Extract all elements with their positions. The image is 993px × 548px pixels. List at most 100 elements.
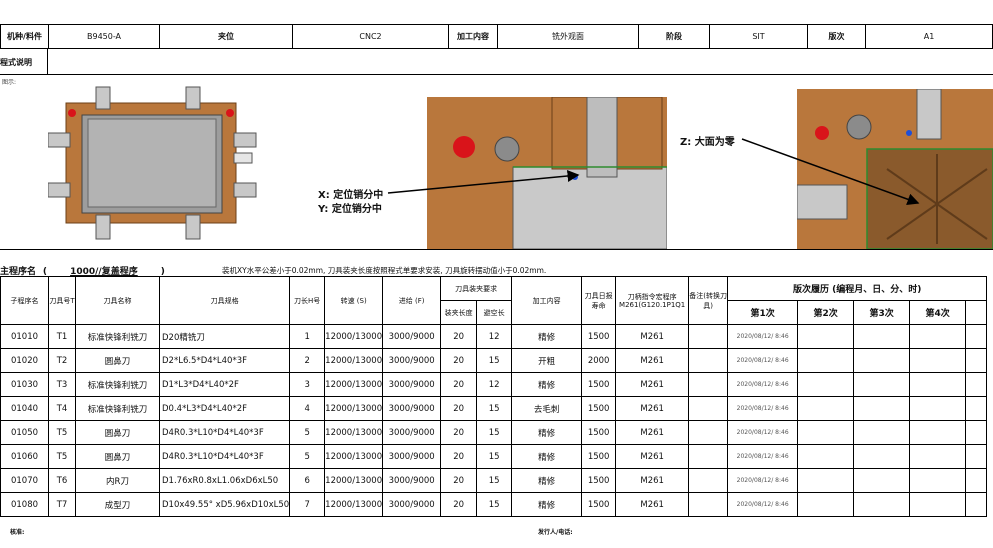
row-speed: 12000/13000 bbox=[324, 468, 384, 493]
row-content: 精修 bbox=[511, 492, 583, 517]
row-tool-spec: D2*L6.5*D4*L40*3F bbox=[158, 348, 291, 373]
row-speed: 12000/13000 bbox=[324, 420, 384, 445]
col-sub-prog: 子程序名 bbox=[0, 276, 49, 325]
col-clamp-len: 装夹长度 bbox=[440, 300, 478, 325]
row-v3 bbox=[853, 492, 911, 517]
row-remark bbox=[688, 444, 729, 469]
col-content: 加工内容 bbox=[511, 276, 583, 325]
divider bbox=[47, 48, 48, 74]
row-v3 bbox=[853, 420, 911, 445]
main-program-label: 主程序名 bbox=[0, 267, 37, 277]
row-feed: 3000/9000 bbox=[382, 324, 442, 349]
row-cmd: M261 bbox=[615, 492, 690, 517]
row-feed: 3000/9000 bbox=[382, 468, 442, 493]
row-life: 1500 bbox=[581, 396, 617, 421]
z-reference-note: Z: 大面为零 bbox=[680, 137, 735, 148]
row-v4 bbox=[909, 492, 967, 517]
row-sub-prog: 01050 bbox=[0, 420, 49, 445]
row-speed: 12000/13000 bbox=[324, 348, 384, 373]
row-v3 bbox=[853, 324, 911, 349]
col-cmd: 刀柄指令宏程序M261(G120.1P1Q1 bbox=[615, 276, 690, 325]
row-v1-date: 2020/08/12/ 8:46 bbox=[727, 420, 799, 445]
row-v1-date: 2020/08/12/ 8:46 bbox=[727, 468, 799, 493]
row-reach-len: 15 bbox=[476, 420, 513, 445]
row-reach-len: 15 bbox=[476, 348, 513, 373]
version-value: A1 bbox=[865, 24, 993, 49]
row-remark bbox=[688, 420, 729, 445]
row-v3 bbox=[853, 468, 911, 493]
fixture-overview-image bbox=[48, 86, 257, 240]
row-sub-prog: 01020 bbox=[0, 348, 49, 373]
row-feed: 3000/9000 bbox=[382, 444, 442, 469]
row-tool-spec: D0.4*L3*D4*L40*2F bbox=[158, 396, 291, 421]
row-remark bbox=[688, 348, 729, 373]
row-v5 bbox=[965, 492, 988, 517]
y-reference-note: Y: 定位销分中 bbox=[318, 204, 382, 215]
row-content: 精修 bbox=[511, 468, 583, 493]
stage-label: 阶段 bbox=[638, 24, 710, 49]
row-v5 bbox=[965, 324, 988, 349]
row-v5 bbox=[965, 396, 988, 421]
col-tool-no: 刀具号T bbox=[48, 276, 76, 325]
row-tool-name: 内R刀 bbox=[75, 468, 160, 493]
row-sub-prog: 01030 bbox=[0, 372, 49, 397]
row-v5 bbox=[965, 348, 988, 373]
row-reach-len: 12 bbox=[476, 324, 513, 349]
row-cmd: M261 bbox=[615, 324, 690, 349]
row-tool-h: 6 bbox=[289, 468, 326, 493]
row-v5 bbox=[965, 444, 988, 469]
row-v2 bbox=[797, 420, 855, 445]
row-v4 bbox=[909, 324, 967, 349]
row-feed: 3000/9000 bbox=[382, 396, 442, 421]
col-v3: 第3次 bbox=[853, 300, 911, 325]
row-cmd: M261 bbox=[615, 444, 690, 469]
col-tool-h: 刀长H号 bbox=[289, 276, 326, 325]
row-v2 bbox=[797, 444, 855, 469]
row-tool-no: T5 bbox=[48, 444, 76, 469]
col-tool-spec: 刀具规格 bbox=[158, 276, 291, 325]
col-reach-len: 避空长 bbox=[476, 300, 513, 325]
row-v2 bbox=[797, 324, 855, 349]
x-reference-note: X: 定位销分中 bbox=[318, 190, 384, 201]
row-v4 bbox=[909, 372, 967, 397]
program-description-label: 程式说明 bbox=[0, 58, 32, 67]
program-description-row: 程式说明 bbox=[0, 48, 993, 75]
row-v2 bbox=[797, 372, 855, 397]
col-v4: 第4次 bbox=[909, 300, 967, 325]
row-tool-spec: D1*L3*D4*L40*2F bbox=[158, 372, 291, 397]
version-label: 版次 bbox=[807, 24, 866, 49]
row-content: 精修 bbox=[511, 324, 583, 349]
row-life: 1500 bbox=[581, 324, 617, 349]
row-life: 1500 bbox=[581, 492, 617, 517]
row-v1-date: 2020/08/12/ 8:46 bbox=[727, 324, 799, 349]
row-feed: 3000/9000 bbox=[382, 420, 442, 445]
row-v3 bbox=[853, 396, 911, 421]
row-v3 bbox=[853, 372, 911, 397]
row-speed: 12000/13000 bbox=[324, 324, 384, 349]
row-v4 bbox=[909, 444, 967, 469]
row-v2 bbox=[797, 396, 855, 421]
row-v3 bbox=[853, 348, 911, 373]
row-tool-no: T7 bbox=[48, 492, 76, 517]
row-tool-h: 2 bbox=[289, 348, 326, 373]
col-v1: 第1次 bbox=[727, 300, 799, 325]
row-v2 bbox=[797, 492, 855, 517]
row-clamp-len: 20 bbox=[440, 444, 478, 469]
row-cmd: M261 bbox=[615, 420, 690, 445]
row-tool-no: T2 bbox=[48, 348, 76, 373]
row-speed: 12000/13000 bbox=[324, 492, 384, 517]
audit-label: 核准: bbox=[10, 529, 25, 536]
row-feed: 3000/9000 bbox=[382, 492, 442, 517]
row-tool-h: 7 bbox=[289, 492, 326, 517]
row-v2 bbox=[797, 468, 855, 493]
setup-note: 装机XY水平公差小于0.02mm, 刀具装夹长度按照程式单要求安装, 刀具旋转摆… bbox=[222, 266, 547, 275]
col-history-group: 版次履历 (编程月、日、分、时) bbox=[727, 276, 988, 301]
row-content: 精修 bbox=[511, 372, 583, 397]
row-v5 bbox=[965, 372, 988, 397]
row-content: 精修 bbox=[511, 444, 583, 469]
